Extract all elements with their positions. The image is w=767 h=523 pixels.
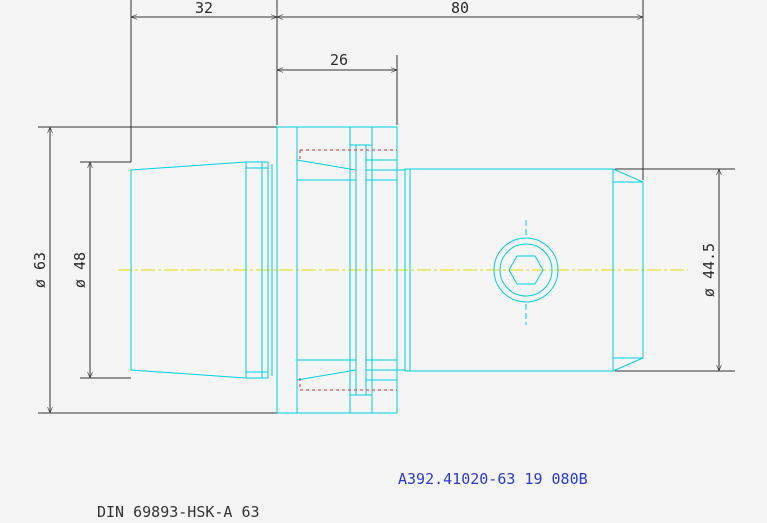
body [404, 168, 614, 372]
dim-text-26: 26 [330, 51, 348, 69]
dim-text-d63: ø 63 [31, 252, 49, 288]
dimension-lines [38, 0, 735, 414]
dim-text-d48: ø 48 [71, 252, 89, 288]
dim-text-d44-5: ø 44.5 [700, 243, 718, 297]
standard-label: DIN 69893-HSK-A 63 [97, 503, 260, 521]
set-screw-inner [499, 243, 553, 297]
flange [276, 126, 398, 414]
hidden-lines [299, 149, 397, 391]
dim-text-80: 80 [451, 0, 469, 17]
part-number-label: A392.41020-63 19 080B [398, 470, 588, 488]
set-screw-outer [493, 237, 559, 303]
part-outline [130, 126, 644, 414]
hex-socket [508, 255, 544, 285]
dim-text-32: 32 [195, 0, 213, 17]
